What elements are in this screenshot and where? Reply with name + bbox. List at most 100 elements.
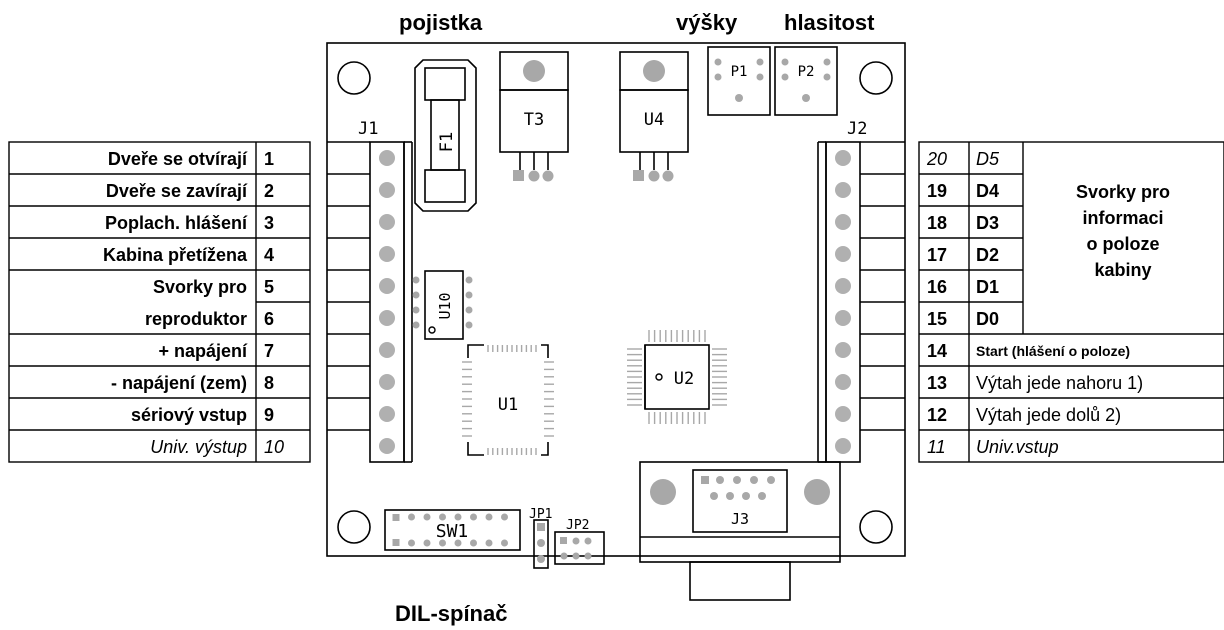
left-table-label: Dveře se otvírají	[108, 149, 248, 169]
right-table-number: 17	[927, 245, 947, 265]
u10-ref: U10	[436, 292, 454, 319]
right-table-number: 13	[927, 373, 947, 393]
right-table-label: Univ.vstup	[976, 437, 1059, 457]
ic-u10: U10	[412, 270, 473, 340]
position-info-text: informaci	[1082, 208, 1163, 228]
right-table-number: 15	[927, 309, 947, 329]
terminal-pin	[379, 214, 395, 230]
terminal-pin	[835, 214, 851, 230]
right-table-number: 20	[926, 149, 947, 169]
left-table-number: 1	[264, 149, 274, 169]
right-table-number: 11	[927, 437, 946, 457]
volume-label: hlasitost	[784, 10, 875, 35]
terminal-block-j2: J2	[817, 119, 905, 463]
f1-ref: F1	[437, 132, 457, 152]
mounting-hole	[337, 61, 371, 95]
right-table-code: D5	[976, 149, 1000, 169]
right-table-label: Start (hlášení o poloze)	[976, 343, 1130, 359]
terminal-pin	[379, 342, 395, 358]
potentiometer-p1: P1	[707, 46, 771, 116]
j1-ref: J1	[358, 119, 378, 139]
ic-u1: U1	[462, 344, 554, 456]
position-info-text: Svorky pro	[1076, 182, 1170, 202]
right-table-number: 18	[927, 213, 947, 233]
u2-ref: U2	[674, 369, 694, 389]
terminal-pin	[835, 406, 851, 422]
pcb-board	[326, 42, 906, 557]
right-table-code: D2	[976, 245, 999, 265]
right-table-code: D1	[976, 277, 999, 297]
fuse-label: pojistka	[399, 10, 483, 35]
regulator-u4: U4	[619, 51, 689, 182]
right-table-code: D0	[976, 309, 999, 329]
terminal-pin	[379, 374, 395, 390]
terminal-pin	[379, 182, 395, 198]
right-table-code: D4	[976, 181, 999, 201]
position-info-text: o poloze	[1087, 234, 1160, 254]
p1-ref: P1	[731, 64, 748, 80]
terminal-pin	[379, 246, 395, 262]
left-table-label: Dveře se zavírají	[106, 181, 248, 201]
terminal-pin	[379, 278, 395, 294]
terminal-pin	[379, 438, 395, 454]
u1-ref: U1	[498, 395, 518, 415]
fuse-f1: F1	[414, 59, 477, 212]
left-table-number: 10	[264, 437, 284, 457]
terminal-block-j1: J1	[327, 119, 413, 463]
t3-ref: T3	[524, 110, 544, 130]
potentiometer-p2: P2	[774, 46, 838, 116]
left-table-number: 7	[264, 341, 274, 361]
mounting-hole	[859, 510, 893, 544]
position-info-text: kabiny	[1094, 260, 1151, 280]
terminal-pin	[379, 406, 395, 422]
right-table-number: 19	[927, 181, 947, 201]
p2-ref: P2	[798, 64, 815, 80]
left-table-number: 2	[264, 181, 274, 201]
jp2-ref: JP2	[566, 518, 589, 533]
u4-ref: U4	[644, 110, 664, 130]
terminal-pin	[379, 150, 395, 166]
left-table-label: Svorky pro	[153, 277, 247, 297]
right-table-code: D3	[976, 213, 999, 233]
left-table-label: sériový vstup	[131, 405, 247, 425]
left-table-label: reproduktor	[145, 309, 247, 329]
j3-ref: J3	[731, 510, 749, 528]
left-table-label: Poplach. hlášení	[105, 213, 248, 233]
dil-switch-sw1: SW1	[384, 509, 521, 551]
terminal-pin	[835, 310, 851, 326]
terminal-pin	[835, 374, 851, 390]
left-table-number: 5	[264, 277, 274, 297]
left-table-label: - napájení (zem)	[111, 373, 247, 393]
left-table-label: Kabina přetížena	[103, 245, 248, 265]
jumper-jp2: JP2	[554, 518, 605, 565]
jp1-ref: JP1	[529, 507, 552, 522]
terminal-pin	[835, 342, 851, 358]
right-table-number: 14	[927, 341, 947, 361]
terminal-pin	[835, 150, 851, 166]
terminal-pin	[835, 182, 851, 198]
left-table-number: 4	[264, 245, 274, 265]
sw1-ref: SW1	[436, 521, 469, 542]
jumper-jp1: JP1	[529, 507, 552, 569]
ic-u2: U2	[627, 330, 727, 424]
terminal-pin	[835, 278, 851, 294]
left-table-number: 9	[264, 405, 274, 425]
dil-switch-label: DIL-spínač	[395, 601, 507, 626]
left-table-number: 8	[264, 373, 274, 393]
mounting-hole	[859, 61, 893, 95]
right-table-number: 16	[927, 277, 947, 297]
connector-j3: J3	[639, 461, 841, 601]
right-table-number: 12	[927, 405, 947, 425]
left-table-number: 3	[264, 213, 274, 233]
transistor-t3: T3	[499, 51, 569, 182]
left-table-label: + napájení	[158, 341, 248, 361]
left-table-number: 6	[264, 309, 274, 329]
left-table-label: Univ. výstup	[150, 437, 247, 457]
j2-ref: J2	[847, 119, 867, 139]
terminal-pin	[379, 310, 395, 326]
terminal-pin	[835, 438, 851, 454]
right-table-label: Výtah jede nahoru 1)	[976, 373, 1143, 393]
right-terminal-table: 20 D5 19 D4 18 D3 17 D2 16 D1 15 D0 14 Start (hlášení…	[918, 141, 1224, 463]
